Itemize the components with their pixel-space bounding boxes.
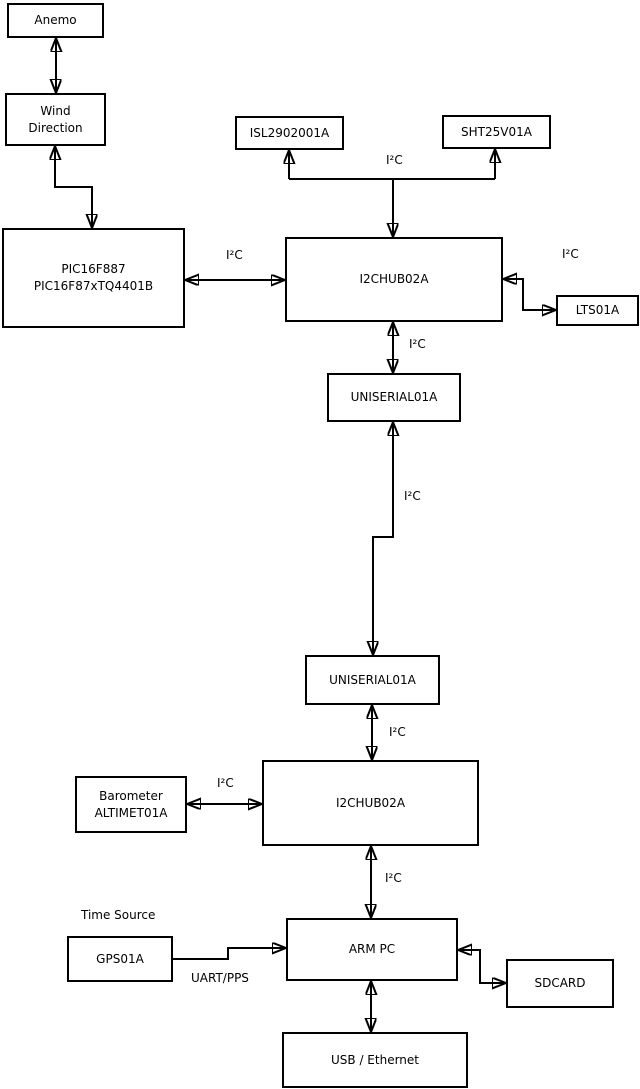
node-usb-ethernet: USB / Ethernet: [282, 1032, 468, 1088]
node-anemo: Anemo: [7, 3, 104, 38]
node-usb-ethernet-label: USB / Ethernet: [331, 1052, 419, 1067]
edge-gps-armpc: [173, 948, 286, 960]
node-wind-direction-line1: Wind: [40, 103, 71, 118]
node-anemo-label: Anemo: [34, 13, 77, 28]
node-arm-pc-label: ARM PC: [348, 942, 396, 957]
node-gps01a: GPS01A: [67, 936, 173, 982]
node-wind-direction: Wind Direction: [5, 93, 106, 146]
edge-hub1-lts: [503, 279, 556, 310]
node-barometer-line1: Barometer: [99, 788, 163, 803]
i2c-label-uniserial-link: I²C: [404, 489, 421, 503]
node-i2chub02a-bottom-label: I2CHUB02A: [335, 795, 406, 810]
node-sdcard: SDCARD: [506, 959, 614, 1008]
node-uniserial01a-top-label: UNISERIAL01A: [350, 390, 438, 405]
node-sht25v01a: SHT25V01A: [442, 115, 551, 149]
node-lts01a: LTS01A: [556, 295, 639, 326]
node-isl2902001a: ISL2902001A: [235, 116, 344, 150]
i2c-label-top-bus: I²C: [386, 153, 403, 167]
node-gps01a-label: GPS01A: [96, 951, 144, 966]
i2c-label-uniserial-hub2: I²C: [389, 725, 406, 739]
node-wind-direction-line2: Direction: [28, 120, 83, 135]
node-i2chub02a-bottom: I2CHUB02A: [262, 760, 479, 846]
node-barometer-altimet01a: Barometer ALTIMET01A: [75, 776, 187, 833]
edge-wind-pic: [55, 146, 92, 228]
node-i2chub02a-top-label: I2CHUB02A: [359, 272, 429, 287]
uart-pps-label: UART/PPS: [191, 971, 249, 985]
node-uniserial01a-bottom: UNISERIAL01A: [305, 655, 440, 705]
edge-armpc-sdcard: [458, 950, 506, 983]
i2c-label-hub-uniserial: I²C: [409, 337, 426, 351]
node-i2chub02a-top: I2CHUB02A: [285, 237, 503, 322]
node-pic16f887-line1: PIC16F887: [61, 262, 126, 277]
node-barometer-line2: ALTIMET01A: [94, 805, 168, 820]
time-source-label: Time Source: [81, 908, 156, 922]
node-pic16f887-line2: PIC16F87xTQ4401B: [33, 279, 154, 293]
node-lts01a-label: LTS01A: [575, 303, 620, 318]
node-sht25v01a-label: SHT25V01A: [461, 124, 532, 139]
node-arm-pc: ARM PC: [286, 918, 458, 981]
node-sdcard-label: SDCARD: [534, 976, 586, 991]
node-uniserial01a-top: UNISERIAL01A: [327, 373, 461, 422]
node-uniserial01a-bottom-label: UNISERIAL01A: [329, 672, 416, 687]
node-isl2902001a-label: ISL2902001A: [249, 125, 330, 140]
i2c-label-hub-lts: I²C: [562, 247, 579, 261]
i2c-label-barometer-hub: I²C: [217, 776, 234, 790]
edge-uniserial1-uniserial2: [373, 422, 393, 655]
i2c-label-pic-hub: I²C: [226, 248, 243, 262]
node-pic16f887: PIC16F887 PIC16F87xTQ4401B: [2, 228, 185, 328]
i2c-label-hub-armpc: I²C: [385, 871, 402, 885]
